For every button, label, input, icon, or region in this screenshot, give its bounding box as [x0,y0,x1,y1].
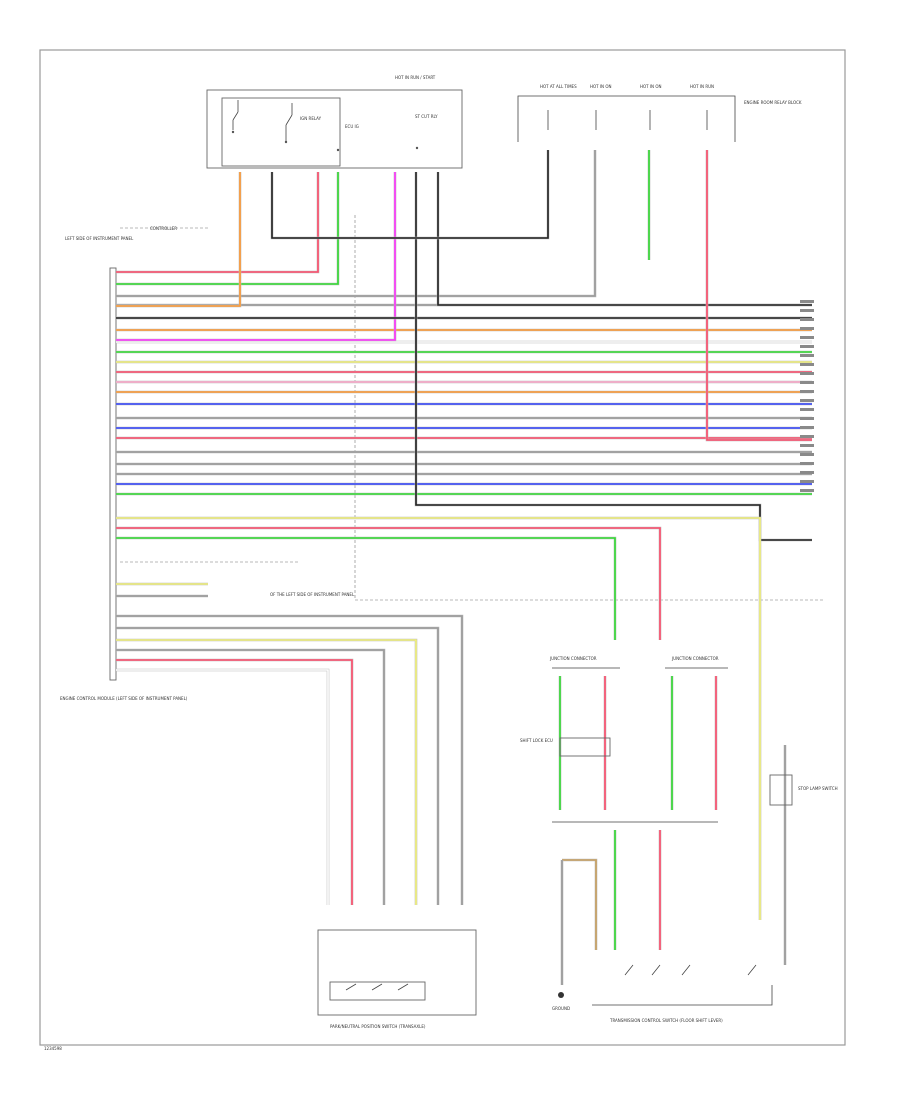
wire-22 [116,172,241,307]
left-top-note: LEFT SIDE OF INSTRUMENT PANEL [65,236,134,241]
wire-23 [116,172,396,341]
ecm-connector-rail: LEFT SIDE OF INSTRUMENT PANEL ENGINE CON… [60,215,825,701]
connector-pin [800,354,814,357]
wire-outline [116,172,397,342]
wire-39 [116,659,353,905]
ecm-label: ENGINE CONTROL MODULE (LEFT SIDE OF INST… [60,696,188,701]
connector-pin [800,435,814,438]
footer-code: 1234598 [44,1046,62,1051]
wire-outline [116,648,386,905]
connector-pin [800,390,814,393]
park-neutral-label: PARK/NEUTRAL POSITION SWITCH (TRANSAXLE) [330,1024,426,1029]
stop-lamp-label: STOP LAMP SWITCH [798,786,838,791]
connector-pin [800,363,814,366]
wire-20 [116,172,339,285]
connector-pin [800,408,814,411]
relay-label-3: ST CUT RLY [415,114,438,119]
fuse-label-3: HOT IN ON [640,84,661,89]
wire-21 [116,150,596,297]
mid-note: OF THE LEFT SIDE OF INSTRUMENT PANEL [270,592,355,597]
connector-pin [800,444,814,447]
fuse-caption: ENGINE ROOM RELAY BLOCK [744,100,802,105]
connector-pin [800,309,814,312]
connector-pin [800,489,814,492]
top-relay-title: HOT IN RUN / START [395,75,436,80]
wire-37 [116,639,417,905]
wire-outline [270,150,550,240]
wire-35 [116,615,463,905]
wire-outline [705,150,812,442]
top-right-fuse-block: HOT AT ALL TIMES HOT IN ON HOT IN ON HOT… [517,84,802,142]
wire-outline [116,536,617,640]
connector-pin [800,480,814,483]
relay-label-1: IGN RELAY [300,116,322,121]
wire-30 [116,517,761,920]
connector-pin [800,426,814,429]
junction-left-label: JUNCTION CONNECTOR [549,656,597,661]
connector-pin [800,381,814,384]
connector-pin [800,471,814,474]
wire-38 [116,649,385,905]
wire-outline [116,668,330,905]
connector-pin [800,327,814,330]
wire-25 [437,172,812,306]
connector-pin [800,399,814,402]
stop-lamp-switch: STOP LAMP SWITCH [769,774,838,806]
wire-48 [562,859,597,950]
wire-40 [116,669,329,905]
wire-outline [562,858,598,950]
junction-connectors: JUNCTION CONNECTOR JUNCTION CONNECTOR SH… [520,656,728,823]
connector-pin [800,417,814,420]
wire-19 [116,172,319,273]
connector-pin [800,345,814,348]
wire-outline [116,638,418,905]
fuse-label-1: HOT AT ALL TIMES [540,84,577,89]
park-neutral-switch: PARK/NEUTRAL POSITION SWITCH (TRANSAXLE) [317,929,477,1029]
relay-label-2: ECU IG [345,124,359,129]
diagram-frame [39,49,846,1046]
junction-right-label: JUNCTION CONNECTOR [671,656,719,661]
transmission-switch-label: TRANSMISSION CONTROL SWITCH (FLOOR SHIFT… [609,1018,723,1023]
wire-32 [116,537,616,640]
wire-29 [706,150,812,441]
connector-pin [800,300,814,303]
connector-pin [800,462,814,465]
wire-26 [415,172,812,541]
ground-label: GROUND [552,1006,570,1011]
connector-pin [800,372,814,375]
ground-symbol: GROUND [552,992,570,1011]
wire-outline [116,172,320,274]
fuse-label-4: HOT IN RUN [690,84,714,89]
wire-outline [116,172,242,308]
wire-31 [116,527,661,640]
connector-pin [800,453,814,456]
wire-harness [116,150,814,985]
wire-36 [116,627,439,905]
connector-pin [800,336,814,339]
controller-note: CONTROLLER [150,226,177,231]
connector-pin [800,318,814,321]
transmission-control-switch: TRANSMISSION CONTROL SWITCH (FLOOR SHIFT… [592,964,773,1023]
shift-lock-ecu-label: SHIFT LOCK ECU [520,738,553,743]
top-relay-box: HOT IN RUN / START IGN RELAY ECU IG ST C… [206,75,463,169]
fuse-label-2: HOT IN ON [590,84,611,89]
wire-outline [116,150,597,298]
wire-27 [271,150,549,239]
